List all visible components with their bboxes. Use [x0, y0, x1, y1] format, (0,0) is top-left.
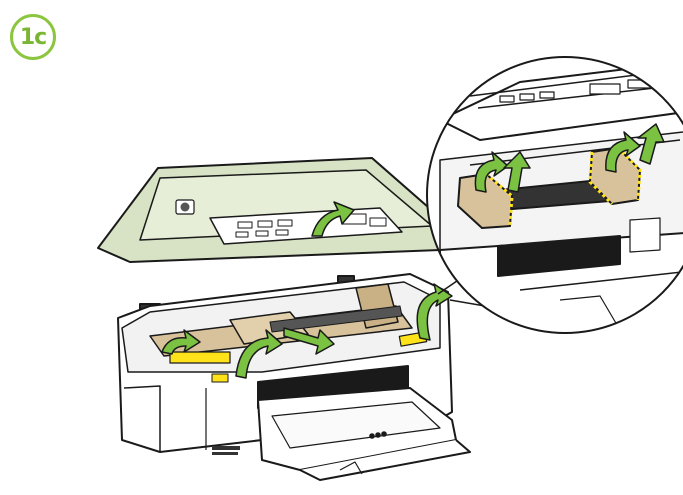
main-arrows	[161, 201, 453, 379]
step-label: 1c	[19, 24, 47, 50]
step-badge: 1c	[10, 14, 56, 60]
curved-arrow-icon	[283, 327, 335, 355]
curved-arrow-icon	[416, 283, 453, 341]
printer-body	[97, 157, 471, 481]
curved-arrow-icon	[637, 123, 665, 165]
curved-arrow-icon	[161, 329, 201, 355]
curved-arrow-icon	[474, 151, 509, 193]
zoom-detail	[426, 56, 683, 334]
curved-arrow-icon	[311, 201, 355, 237]
hp-logo-icon	[180, 202, 190, 212]
curved-arrow-icon	[235, 329, 283, 379]
curved-arrow-icon	[605, 131, 641, 173]
curved-arrow-icon	[503, 151, 531, 193]
tape-left	[169, 351, 231, 364]
zoom-paper-slot	[497, 235, 621, 277]
